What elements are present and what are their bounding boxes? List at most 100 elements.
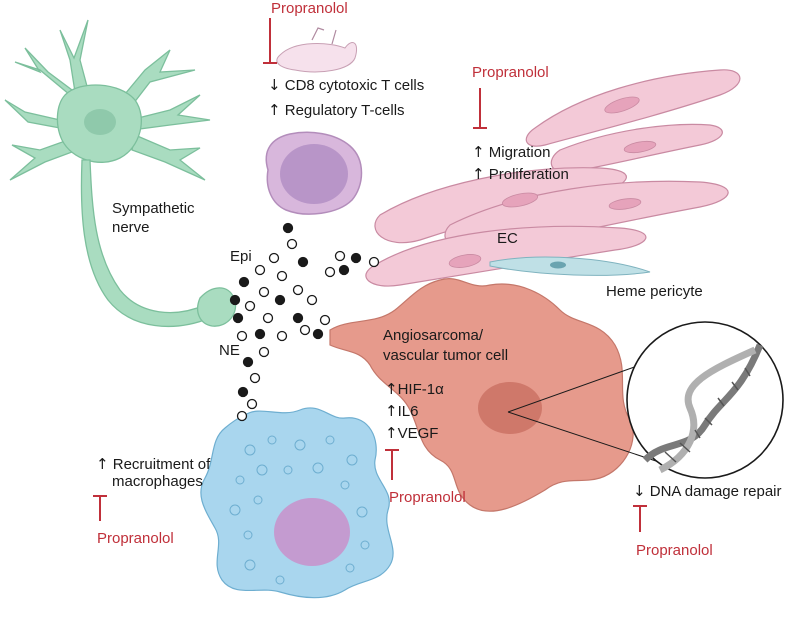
epi-particle xyxy=(268,252,280,264)
ne-particle xyxy=(238,276,250,288)
ne-particle xyxy=(312,328,324,340)
tumor-factor-hif: ↑HIF-1α xyxy=(385,380,444,399)
inhibit-t-cells xyxy=(263,18,277,64)
pericyte-label: Heme pericyte xyxy=(606,283,703,300)
vacuole xyxy=(244,559,256,571)
dna-base-pairs xyxy=(664,367,751,463)
t-cell-effect-1: ↓ CD8 cytotoxic T cells xyxy=(268,76,424,95)
ec-label: EC xyxy=(497,230,518,247)
neuron-dendrite-4 xyxy=(131,134,206,181)
epi-particle xyxy=(254,264,266,276)
endothelial-nuclei xyxy=(448,96,657,268)
endothelial-cell-5 xyxy=(365,225,647,287)
epi-particle xyxy=(236,330,248,342)
tumor-label-line1: Angiosarcoma/ xyxy=(383,327,484,344)
lymphocyte-pseudopod xyxy=(311,27,337,45)
ec-nucleus-5 xyxy=(448,254,482,268)
dna-zoom-lines xyxy=(507,364,669,466)
pericyte-nucleus xyxy=(550,261,566,269)
pericyte-cell xyxy=(489,256,651,276)
macrophage-vacuoles xyxy=(229,435,370,585)
ne-label: NE xyxy=(219,342,240,359)
inhibit-tumor-factors xyxy=(385,449,399,480)
endothelial-cell-1 xyxy=(525,69,741,147)
vacuole xyxy=(346,454,358,466)
ne-particle xyxy=(297,256,309,268)
vacuole xyxy=(275,575,285,585)
epi-label: Epi xyxy=(230,248,252,265)
vacuole xyxy=(312,462,324,474)
up-arrow-icon: ↑ xyxy=(385,380,398,398)
ne-particle xyxy=(338,264,350,276)
epi-particle xyxy=(246,398,258,410)
dna-zoom-circle xyxy=(626,321,784,479)
neuron-dendrite-6 xyxy=(4,99,61,129)
ne-particle xyxy=(254,328,266,340)
propranolol-endothelial: Propranolol xyxy=(472,64,549,81)
ec-effect-2: ↑ Proliferation xyxy=(472,165,569,184)
dna-strand-2 xyxy=(658,346,757,474)
vacuole xyxy=(253,495,263,505)
ec-nucleus-4 xyxy=(608,198,642,210)
neuron-axon xyxy=(80,159,211,327)
up-arrow-icon: ↑ xyxy=(268,101,281,119)
epi-particle xyxy=(236,410,248,422)
ec-nucleus-3 xyxy=(501,192,539,208)
sympathetic-neuron xyxy=(4,19,237,327)
propranolol-dna: Propranolol xyxy=(636,542,713,559)
up-arrow-icon: ↑ xyxy=(472,143,485,161)
vacuole xyxy=(244,444,256,456)
ne-particle xyxy=(350,252,362,264)
t-cell-effect-2: ↑ Regulatory T-cells xyxy=(268,101,405,120)
epi-particle xyxy=(324,266,336,278)
vacuole xyxy=(325,435,335,445)
epi-particle xyxy=(258,286,270,298)
vacuole xyxy=(256,464,268,476)
dna-helix xyxy=(642,343,764,474)
dna-effect-text: DNA damage repair xyxy=(649,483,782,500)
epi-particle xyxy=(244,300,256,312)
dna-effect: ↓ DNA damage repair xyxy=(633,482,781,501)
tumor-nucleus xyxy=(478,382,542,434)
neuron-dendrite-7 xyxy=(129,94,211,131)
tumor-factor-name: HIF-1α xyxy=(397,381,444,398)
epi-particle xyxy=(286,238,298,250)
epi-particle xyxy=(249,372,261,384)
ec-nucleus-2 xyxy=(623,140,657,154)
vacuole xyxy=(340,480,350,490)
neuron-label-line1: Sympathetic xyxy=(112,200,195,217)
vacuole xyxy=(356,506,368,518)
epi-particle xyxy=(276,270,288,282)
vacuole xyxy=(294,439,306,451)
epi-particle xyxy=(258,346,270,358)
lymphocyte-flattened xyxy=(276,42,358,73)
ec-effect-1-text: Migration xyxy=(488,144,551,161)
inhibit-macrophage xyxy=(93,495,107,521)
ne-particle xyxy=(282,222,294,234)
dna-strand-1 xyxy=(642,343,764,463)
neuron-terminal xyxy=(197,287,237,327)
vacuole xyxy=(283,465,293,475)
tumor-factor-vegf: ↑VEGF xyxy=(385,424,438,443)
inhibit-endothelial xyxy=(473,88,487,129)
ec-nucleus-1 xyxy=(604,96,640,114)
macrophage-effect-line1: ↑ Recruitment of xyxy=(96,455,210,474)
neuron-dendrite-5 xyxy=(9,139,73,181)
epi-particle xyxy=(292,284,304,296)
tumor-cell xyxy=(329,278,634,512)
epi-particle xyxy=(262,312,274,324)
up-arrow-icon: ↑ xyxy=(472,165,485,183)
neuron-nucleus xyxy=(84,109,116,135)
macrophage-effect-line2: macrophages xyxy=(112,473,203,490)
neurotransmitter-particles xyxy=(229,222,380,422)
epi-particle xyxy=(306,294,318,306)
epi-particle xyxy=(276,330,288,342)
tumor-factor-il6: ↑IL6 xyxy=(385,402,418,421)
up-arrow-icon: ↑ xyxy=(385,402,398,420)
ne-particle xyxy=(232,312,244,324)
up-arrow-icon: ↑ xyxy=(385,424,398,442)
epi-particle xyxy=(299,324,311,336)
ne-particle xyxy=(274,294,286,306)
